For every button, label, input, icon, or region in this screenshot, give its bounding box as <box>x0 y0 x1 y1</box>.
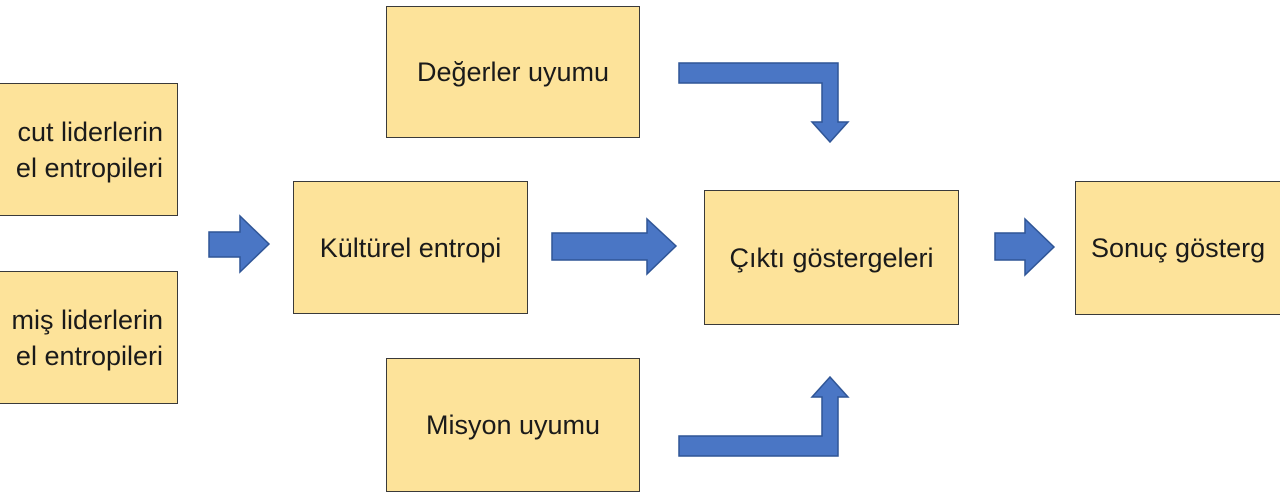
output-indicators-label: Çıktı göstergeleri <box>729 242 934 273</box>
values-alignment-label: Değerler uyumu <box>416 57 610 87</box>
current-leaders-entropy-label: cut liderlerin el entropileri <box>15 116 163 183</box>
arrow-cultural-entropy-to-output <box>551 217 678 276</box>
arrow-leaders-to-cultural-entropy <box>208 214 271 274</box>
outcome-indicators-box: Sonuç gösterg <box>1075 181 1280 315</box>
current-leaders-entropy-box: cut liderlerin el entropileri <box>0 83 178 216</box>
arrow-values-to-output <box>678 62 850 144</box>
mission-alignment-label: Misyon uyumu <box>425 410 601 440</box>
past-leaders-entropy-label: miş liderlerin el entropileri <box>11 304 163 371</box>
values-alignment-box: Değerler uyumu <box>386 6 640 138</box>
cultural-entropy-label: Kültürel entropi <box>319 232 502 263</box>
past-leaders-entropy-box: miş liderlerin el entropileri <box>0 271 178 404</box>
cultural-entropy-box: Kültürel entropi <box>293 181 528 314</box>
outcome-indicators-label: Sonuç gösterg <box>1091 233 1266 263</box>
mission-alignment-box: Misyon uyumu <box>386 358 640 492</box>
arrow-output-to-outcome <box>994 217 1056 277</box>
arrow-mission-to-output <box>678 375 850 457</box>
output-indicators-box: Çıktı göstergeleri <box>704 190 959 325</box>
